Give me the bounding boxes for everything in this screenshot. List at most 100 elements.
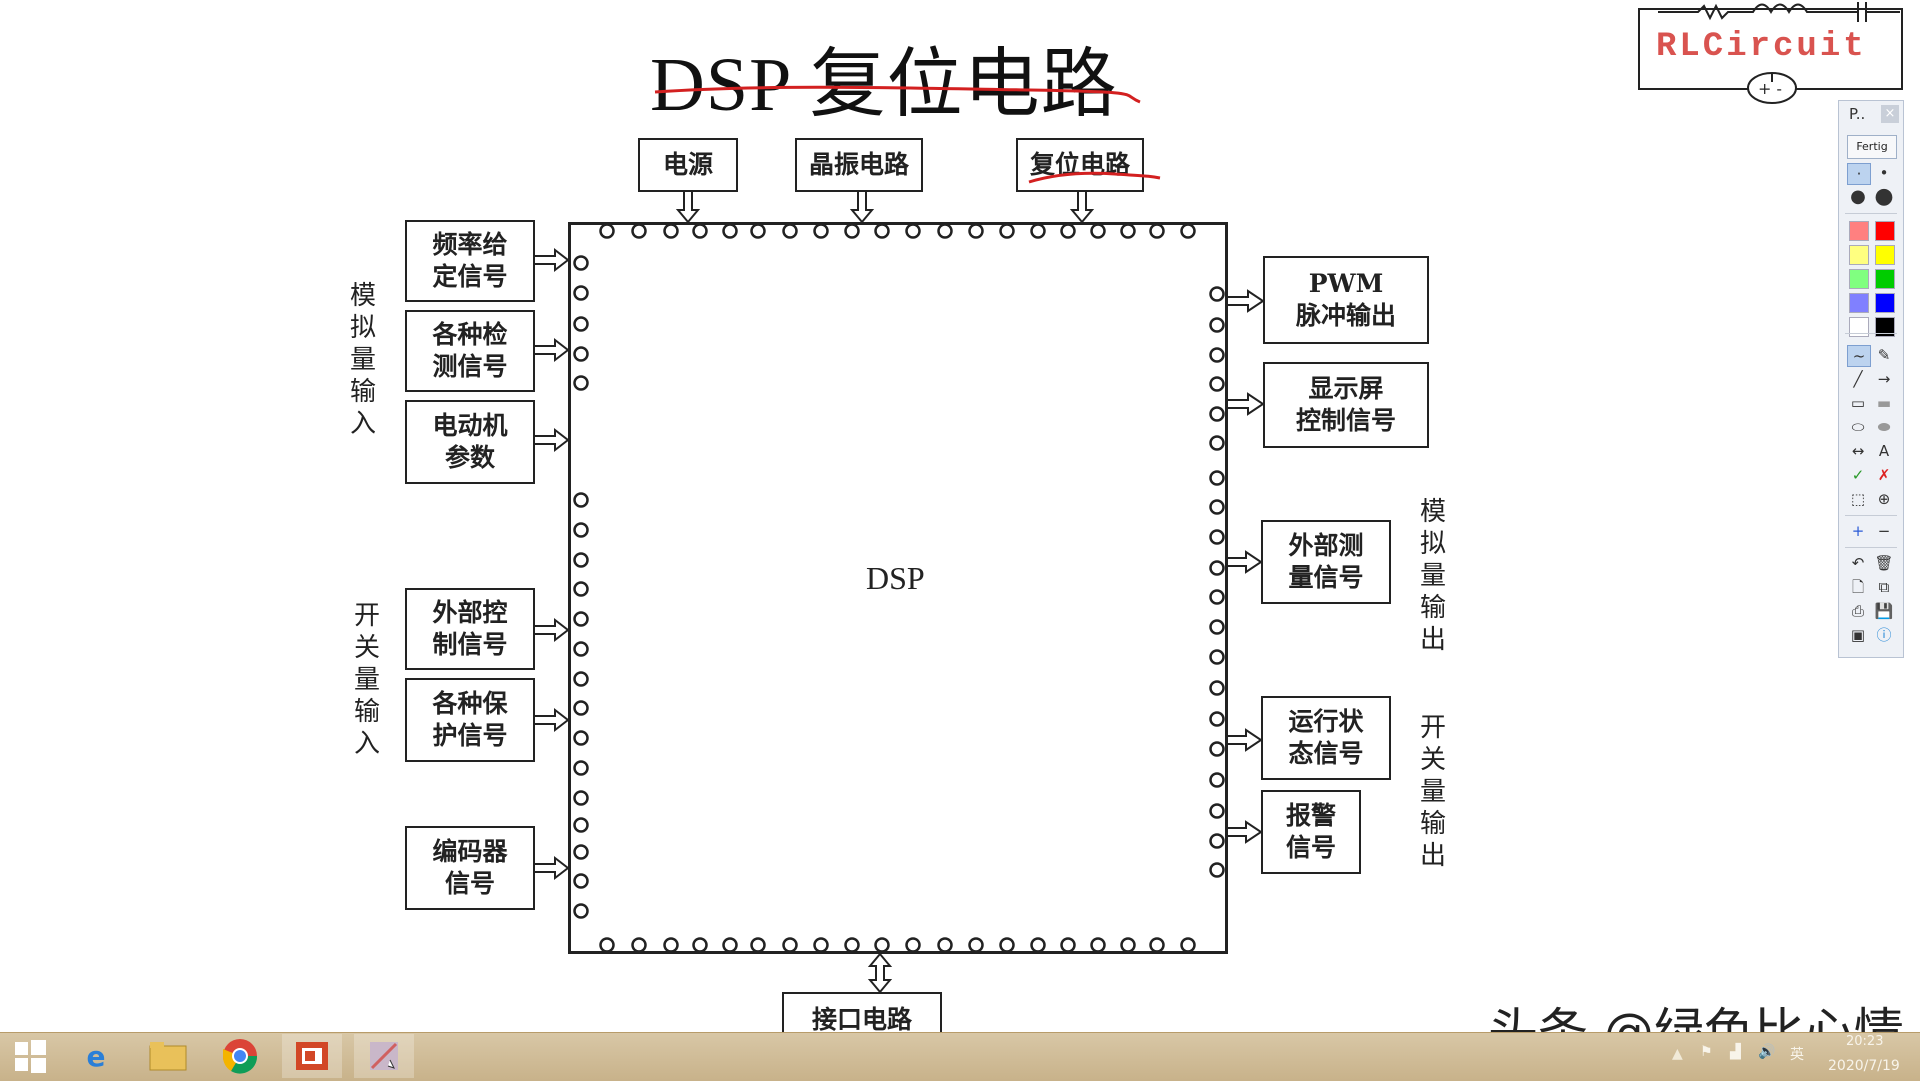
slide-title: DSP 复位电路	[650, 43, 1118, 127]
dsp-pin	[1209, 529, 1225, 545]
dsp-pin	[782, 223, 798, 239]
dsp-pin	[905, 223, 921, 239]
color-swatch[interactable]	[1875, 317, 1895, 337]
dsp-pin	[1030, 937, 1046, 953]
new-page-icon[interactable]: 🗋	[1851, 578, 1865, 596]
dsp-pin	[1209, 376, 1225, 392]
freehand-pen-icon[interactable]: ~	[1847, 345, 1871, 367]
dsp-pin	[573, 316, 589, 332]
chrome-icon[interactable]	[210, 1034, 270, 1078]
title-underline-annotation	[654, 85, 1141, 104]
save-icon[interactable]: 💾	[1874, 602, 1894, 620]
encoder-signal-box: 编码器 信号	[405, 826, 535, 910]
pen-panel-title: P..	[1849, 105, 1866, 123]
screenshot-icon[interactable]: ▣	[1850, 626, 1866, 644]
dsp-pin	[573, 285, 589, 301]
clock-date[interactable]: 2020/7/19	[1828, 1058, 1900, 1074]
close-icon[interactable]: ×	[1881, 105, 1899, 123]
dsp-pin	[1090, 937, 1106, 953]
dsp-pin	[1120, 223, 1136, 239]
dsp-pin	[573, 817, 589, 833]
color-swatch[interactable]	[1875, 293, 1895, 313]
color-swatch[interactable]	[1875, 269, 1895, 289]
medium-dot-size-button[interactable]: •	[1879, 164, 1889, 182]
crop-select-icon[interactable]: ⬚	[1850, 490, 1866, 508]
dsp-pin	[1030, 223, 1046, 239]
powerpoint-icon[interactable]	[282, 1034, 342, 1078]
cross-mark-icon[interactable]: ✗	[1877, 466, 1891, 484]
toolbar-separator	[1845, 333, 1897, 334]
clock-time[interactable]: 20:23	[1846, 1034, 1884, 1049]
color-swatch[interactable]	[1849, 269, 1869, 289]
dsp-pin	[573, 671, 589, 687]
zoom-icon[interactable]: ⊕	[1877, 490, 1891, 508]
color-swatch[interactable]	[1875, 245, 1895, 265]
color-swatch[interactable]	[1849, 245, 1869, 265]
dsp-pin	[1209, 286, 1225, 302]
color-swatch[interactable]	[1849, 317, 1869, 337]
dsp-pin	[937, 937, 953, 953]
paint-app-icon[interactable]	[354, 1034, 414, 1078]
dsp-pin	[1209, 435, 1225, 451]
arrow-tool-icon[interactable]: →	[1877, 370, 1891, 388]
volume-icon[interactable]: 🔊	[1758, 1044, 1776, 1060]
xlarge-dot-size-button[interactable]: ●	[1874, 184, 1894, 209]
dsp-pin	[1209, 560, 1225, 576]
copy-icon[interactable]: ⧉	[1878, 578, 1890, 596]
line-tool-icon[interactable]: ╱	[1853, 370, 1863, 388]
flag-icon[interactable]: ⚑	[1700, 1044, 1713, 1060]
dsp-pin	[573, 760, 589, 776]
dsp-pin	[692, 223, 708, 239]
dsp-pin	[1090, 223, 1106, 239]
done-button[interactable]: Fertig	[1847, 135, 1897, 159]
power-box: 电源	[638, 138, 738, 192]
color-swatch[interactable]	[1849, 221, 1869, 241]
dsp-pin	[722, 937, 738, 953]
dsp-pin	[573, 641, 589, 657]
switch-output-label: 开 关 量 输 出	[1419, 713, 1446, 871]
dsp-pin	[573, 700, 589, 716]
dsp-pin	[1149, 937, 1165, 953]
dsp-pin	[782, 937, 798, 953]
dsp-pin	[1209, 589, 1225, 605]
plus-icon[interactable]: +	[1851, 522, 1865, 540]
analog-output-label: 模 拟 量 输 出	[1419, 497, 1446, 655]
tray-expand-icon[interactable]: ▲	[1672, 1046, 1683, 1062]
switch-input-label: 开 关 量 输 入	[353, 601, 380, 759]
internet-explorer-icon[interactable]: e	[86, 1039, 106, 1073]
network-icon[interactable]: ▟	[1730, 1044, 1741, 1060]
text-tool-icon[interactable]: A	[1878, 442, 1890, 460]
color-swatch[interactable]	[1875, 221, 1895, 241]
file-explorer-icon[interactable]	[138, 1034, 198, 1078]
rectangle-tool-icon[interactable]: ▭	[1850, 394, 1866, 412]
highlighter-icon[interactable]: ✎	[1877, 346, 1891, 364]
dsp-pin	[813, 223, 829, 239]
undo-icon[interactable]: ↶	[1851, 554, 1865, 572]
double-arrow-tool-icon[interactable]: ↔	[1851, 442, 1865, 460]
checkmark-icon[interactable]: ✓	[1851, 466, 1865, 484]
large-dot-size-button[interactable]: ●	[1850, 186, 1866, 207]
filled-rectangle-tool-icon[interactable]: ▬	[1876, 394, 1892, 412]
dsp-pin	[599, 937, 615, 953]
ime-indicator[interactable]: 英	[1790, 1047, 1804, 1063]
small-dot-size-button[interactable]: ·	[1847, 163, 1871, 185]
analog-input-label: 模 拟 量 输 入	[349, 281, 376, 439]
dsp-pin	[1060, 223, 1076, 239]
dsp-pin	[1209, 711, 1225, 727]
alarm-signal-box: 报警 信号	[1261, 790, 1361, 874]
filled-ellipse-tool-icon[interactable]: ⬬	[1877, 418, 1891, 436]
minus-icon[interactable]: −	[1877, 522, 1891, 540]
dsp-pin	[573, 552, 589, 568]
ellipse-tool-icon[interactable]: ⬭	[1851, 418, 1865, 436]
print-icon[interactable]: ⎙	[1851, 602, 1864, 620]
windows-start-icon[interactable]	[0, 1034, 60, 1078]
reset-underline-annotation	[1028, 171, 1161, 184]
trash-icon[interactable]: 🗑	[1874, 554, 1894, 572]
dsp-pin	[573, 844, 589, 860]
dsp-chip-label: DSP	[866, 560, 925, 596]
info-icon[interactable]: ⓘ	[1876, 626, 1892, 644]
color-swatch[interactable]	[1849, 293, 1869, 313]
dsp-pin	[722, 223, 738, 239]
dsp-pin	[750, 223, 766, 239]
